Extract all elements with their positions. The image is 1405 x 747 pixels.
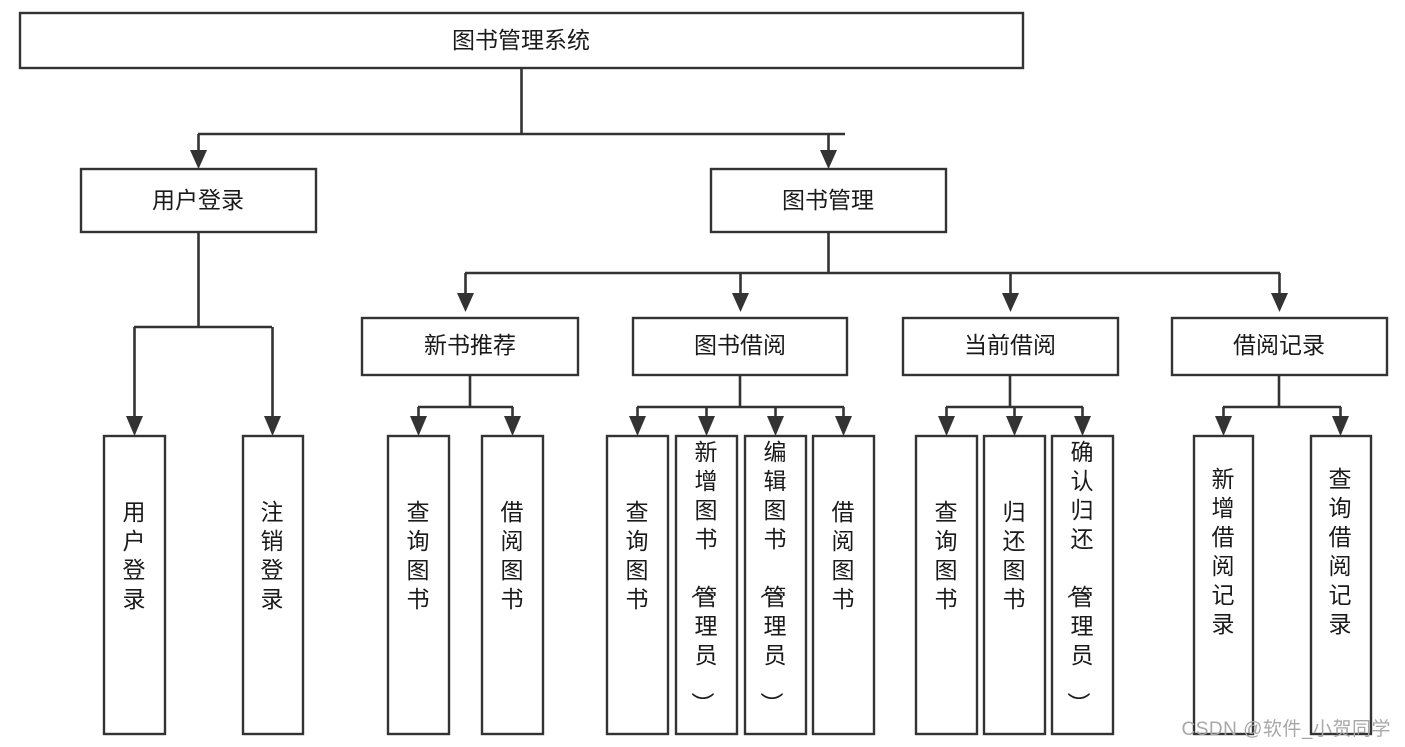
arrow-bookmanage-to-borrowrecord <box>1271 293 1288 312</box>
leaf-confirm-return-box[interactable] <box>1050 434 1115 736</box>
node-borrow-record-label: 借阅记录 <box>1233 332 1325 358</box>
node-book-manage[interactable]: 图书管理 <box>709 167 948 234</box>
leaf-query-book-3[interactable]: 查询图书 <box>914 434 979 736</box>
leaf-query-book-3-label: 查询图书 <box>935 499 958 612</box>
arrow-bookborrow-to-leaf2 <box>698 416 715 436</box>
connectors-group <box>126 68 1349 436</box>
leaf-borrow-book-1-label: 借阅图书 <box>501 499 524 612</box>
leaf-return-book-box[interactable] <box>982 434 1047 736</box>
arrow-bookmanage-to-bookborrow <box>732 293 749 312</box>
leaf-user-login[interactable]: 用户登录 <box>102 434 167 736</box>
node-current-borrow[interactable]: 当前借阅 <box>901 316 1120 377</box>
node-book-borrow[interactable]: 图书借阅 <box>631 316 849 377</box>
leaf-query-book-1[interactable]: 查询图书 <box>386 434 451 736</box>
leaf-borrow-book-2-label: 借阅图书 <box>832 499 855 612</box>
leaf-add-book-label: 新增图书（管理员） <box>690 439 718 715</box>
leaf-logout-login[interactable]: 注销登录 <box>241 434 305 736</box>
node-user-login[interactable]: 用户登录 <box>79 167 318 234</box>
leaf-add-record-label: 新增借阅记录 <box>1212 466 1235 637</box>
node-user-login-box[interactable] <box>79 167 318 234</box>
leaf-add-book-box[interactable] <box>674 434 739 736</box>
leaf-return-book[interactable]: 归还图书 <box>982 434 1047 736</box>
leaf-confirm-return-label: 确认归还（管理员） <box>1066 439 1094 715</box>
arrow-bookmanage-to-currentborrow <box>1002 293 1019 312</box>
node-book-manage-box[interactable] <box>709 167 948 234</box>
node-root-box[interactable] <box>18 11 1025 70</box>
leaf-edit-book-box[interactable] <box>743 434 808 736</box>
leaf-return-book-label: 归还图书 <box>1003 499 1026 612</box>
leaf-query-record-box[interactable] <box>1309 434 1373 736</box>
node-current-borrow-box[interactable] <box>901 316 1120 377</box>
node-book-borrow-box[interactable] <box>631 316 849 377</box>
node-new-book-rec[interactable]: 新书推荐 <box>360 316 580 377</box>
leaf-edit-book-label: 编辑图书（管理员） <box>759 439 787 715</box>
leaf-user-login-label: 用户登录 <box>123 499 146 612</box>
node-root-label: 图书管理系统 <box>452 27 590 53</box>
leaf-confirm-return[interactable]: 确认归还（管理员） <box>1050 434 1115 736</box>
leaf-query-book-2-label: 查询图书 <box>626 499 649 612</box>
node-new-book-rec-label: 新书推荐 <box>424 332 516 358</box>
leaf-query-book-2-box[interactable] <box>605 434 670 736</box>
node-current-borrow-label: 当前借阅 <box>964 332 1056 358</box>
arrow-bookmanage-to-newbook <box>457 293 474 312</box>
arrow-bookborrow-to-leaf1 <box>629 416 646 436</box>
leaf-query-book-2[interactable]: 查询图书 <box>605 434 670 736</box>
arrow-newbook-to-leaf2 <box>504 416 521 436</box>
leaf-edit-book[interactable]: 编辑图书（管理员） <box>743 434 808 736</box>
arrow-newbook-to-leaf1 <box>410 416 427 436</box>
node-book-borrow-label: 图书借阅 <box>694 332 786 358</box>
node-user-login-label: 用户登录 <box>152 187 244 213</box>
node-borrow-record[interactable]: 借阅记录 <box>1170 316 1389 377</box>
node-book-manage-label: 图书管理 <box>782 187 874 213</box>
leaf-query-book-1-label: 查询图书 <box>407 499 430 612</box>
csdn-watermark: CSDN @软件_小贺同学 <box>1181 719 1391 740</box>
leaf-logout-login-box[interactable] <box>241 434 305 736</box>
leaf-query-book-3-box[interactable] <box>914 434 979 736</box>
arrow-borrowrecord-to-leaf2 <box>1332 416 1349 436</box>
arrow-currentborrow-to-leaf3 <box>1074 416 1091 436</box>
arrow-bookborrow-to-leaf4 <box>835 416 852 436</box>
arrow-currentborrow-to-leaf1 <box>938 416 955 436</box>
arrow-userlogin-to-leaf2 <box>264 416 281 436</box>
node-borrow-record-box[interactable] <box>1170 316 1389 377</box>
arrow-userlogin-to-leaf1 <box>126 416 143 436</box>
arrow-root-to-user-login <box>190 150 207 169</box>
arrow-root-to-book-manage <box>820 150 837 169</box>
leaf-borrow-book-1-box[interactable] <box>480 434 545 736</box>
leaf-borrow-book-2-box[interactable] <box>811 434 876 736</box>
arrow-currentborrow-to-leaf2 <box>1006 416 1023 436</box>
leaf-query-record[interactable]: 查询借阅记录 <box>1309 434 1373 736</box>
arrow-borrowrecord-to-leaf1 <box>1215 416 1232 436</box>
leaf-logout-login-label: 注销登录 <box>261 499 284 612</box>
leaf-add-record[interactable]: 新增借阅记录 <box>1192 434 1255 736</box>
arrow-bookborrow-to-leaf3 <box>767 416 784 436</box>
leaf-add-record-box[interactable] <box>1192 434 1255 736</box>
leaf-query-record-label: 查询借阅记录 <box>1329 466 1352 637</box>
leaf-borrow-book-2[interactable]: 借阅图书 <box>811 434 876 736</box>
leaf-query-book-1-box[interactable] <box>386 434 451 736</box>
leaf-add-book[interactable]: 新增图书（管理员） <box>674 434 739 736</box>
node-root[interactable]: 图书管理系统 <box>18 11 1025 70</box>
leaf-user-login-box[interactable] <box>102 434 167 736</box>
leaf-borrow-book-1[interactable]: 借阅图书 <box>480 434 545 736</box>
node-new-book-rec-box[interactable] <box>360 316 580 377</box>
